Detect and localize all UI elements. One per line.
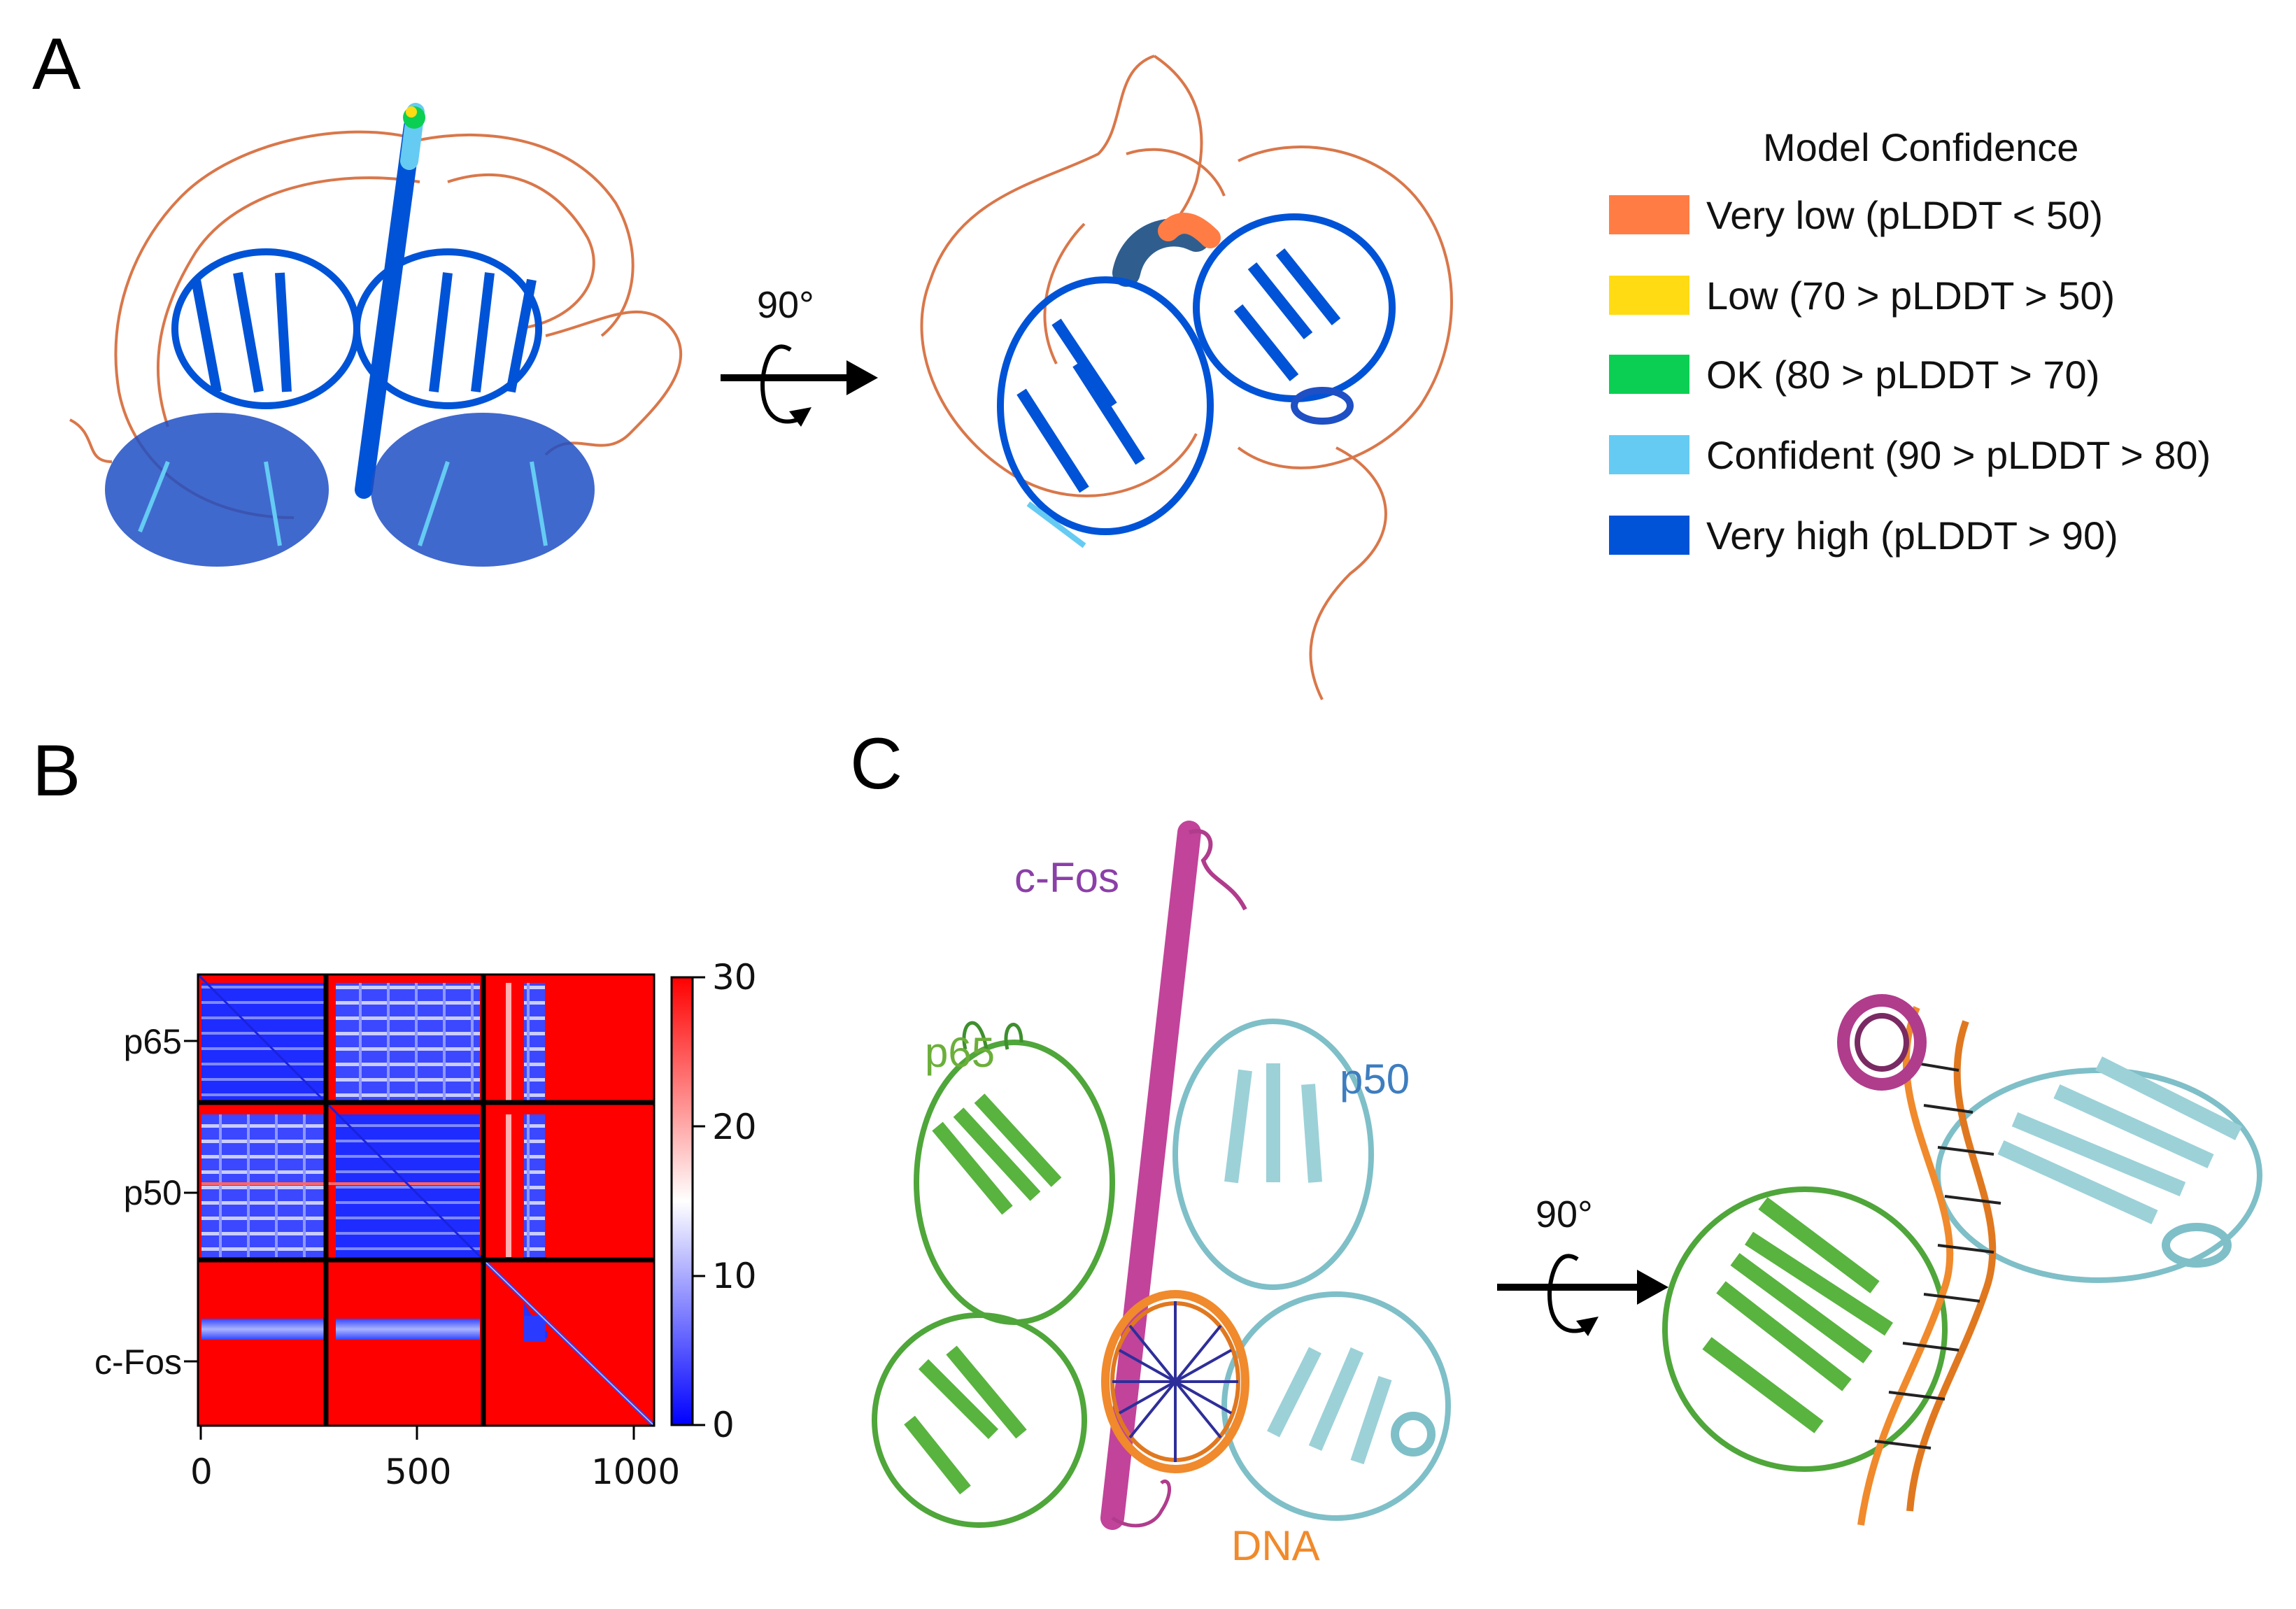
rotation-arrow-icon [1497, 1254, 1668, 1336]
legend-label: Very high (pLDDT > 90) [1706, 513, 2118, 558]
structure-c-front-view [872, 821, 1451, 1530]
legend-item-confident: Confident (90 > pLDDT > 80) [1609, 432, 2211, 477]
label-c-fos: c-Fos [1014, 854, 1119, 901]
legend-swatch-yellow [1609, 276, 1689, 315]
rotation-label-c: 90° [1536, 1193, 1593, 1235]
legend-item-very-high: Very high (pLDDT > 90) [1609, 513, 2118, 558]
legend-swatch-light-blue [1609, 435, 1689, 474]
rotation-arrow-icon [721, 344, 878, 427]
heatmap-y-label-p65: p65 [123, 1022, 182, 1061]
legend-title: Model Confidence [1763, 125, 2079, 169]
heatmap-colorbar [670, 976, 705, 1426]
structure-a-front-view [69, 103, 682, 567]
label-p50: p50 [1340, 1056, 1410, 1103]
label-p65: p65 [925, 1029, 995, 1076]
legend-label: OK (80 > pLDDT > 70) [1706, 352, 2100, 397]
legend-label: Very low (pLDDT < 50) [1706, 192, 2103, 237]
legend-item-low: Low (70 > pLDDT > 50) [1609, 273, 2116, 318]
colorbar-tick-10: 10 [712, 1256, 757, 1296]
heatmap-x-tick-0: 0 [190, 1452, 213, 1492]
heatmap-y-label-p50: p50 [123, 1173, 182, 1212]
label-dna: DNA [1231, 1522, 1320, 1569]
legend-label: Low (70 > pLDDT > 50) [1706, 273, 2116, 318]
legend-swatch-orange [1609, 195, 1689, 234]
panel-label-a: A [32, 24, 81, 105]
heatmap-y-label-cfos: c-Fos [94, 1342, 182, 1382]
heatmap-x-tick-1000: 1000 [591, 1452, 681, 1492]
legend-item-ok: OK (80 > pLDDT > 70) [1609, 352, 2100, 397]
heatmap-x-tick-500: 500 [385, 1452, 452, 1492]
legend-label: Confident (90 > pLDDT > 80) [1706, 432, 2211, 477]
colorbar-tick-20: 20 [712, 1107, 757, 1147]
panel-label-b: B [32, 730, 81, 811]
legend-item-very-low: Very low (pLDDT < 50) [1609, 192, 2103, 237]
colorbar-tick-30: 30 [712, 957, 757, 998]
legend-swatch-green [1609, 355, 1689, 394]
structure-a-side-view [920, 55, 1453, 700]
colorbar-tick-0: 0 [712, 1405, 735, 1445]
pae-heatmap [184, 973, 656, 1440]
rotation-label-a: 90° [757, 284, 814, 326]
structure-c-side-view [1662, 994, 2262, 1526]
legend-swatch-dark-blue [1609, 516, 1689, 555]
panel-label-c: C [850, 723, 903, 804]
